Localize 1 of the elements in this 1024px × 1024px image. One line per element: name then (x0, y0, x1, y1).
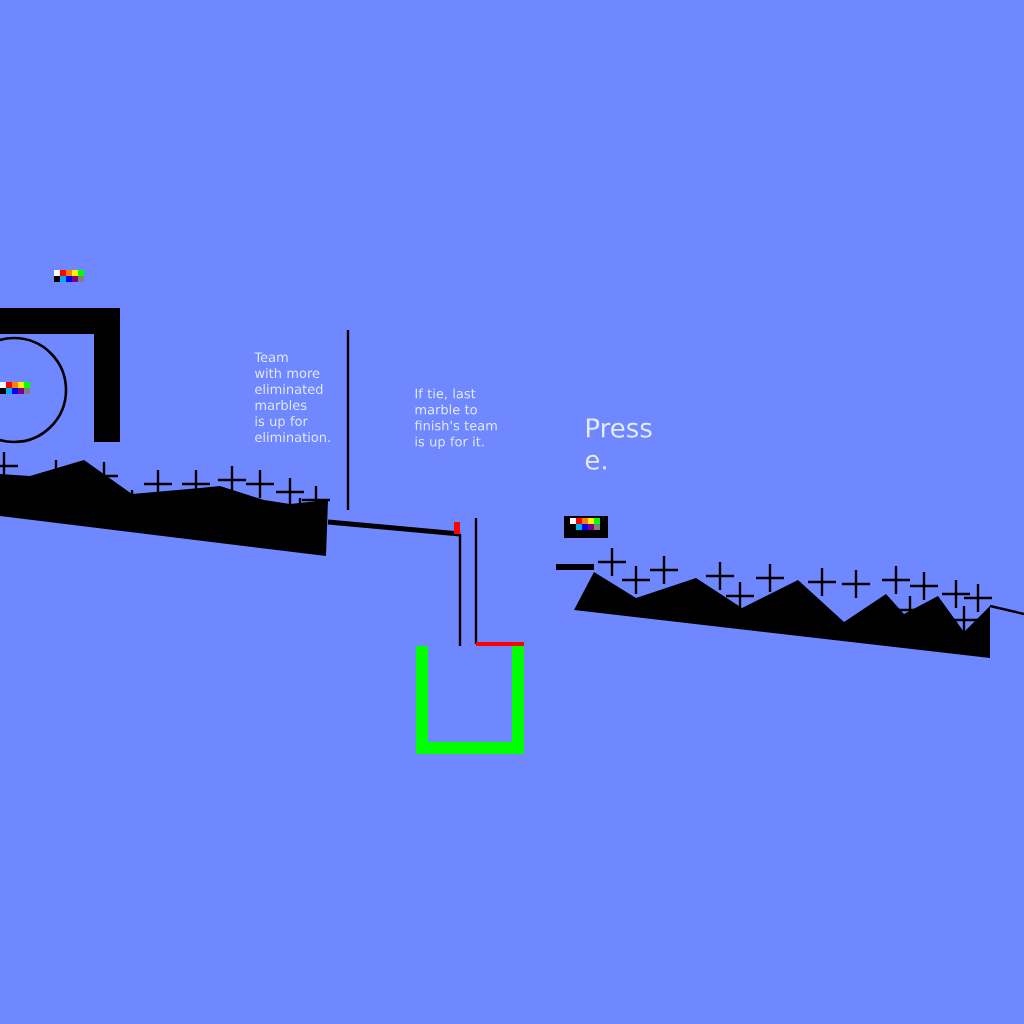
instruction-text: Press e. (585, 418, 652, 470)
